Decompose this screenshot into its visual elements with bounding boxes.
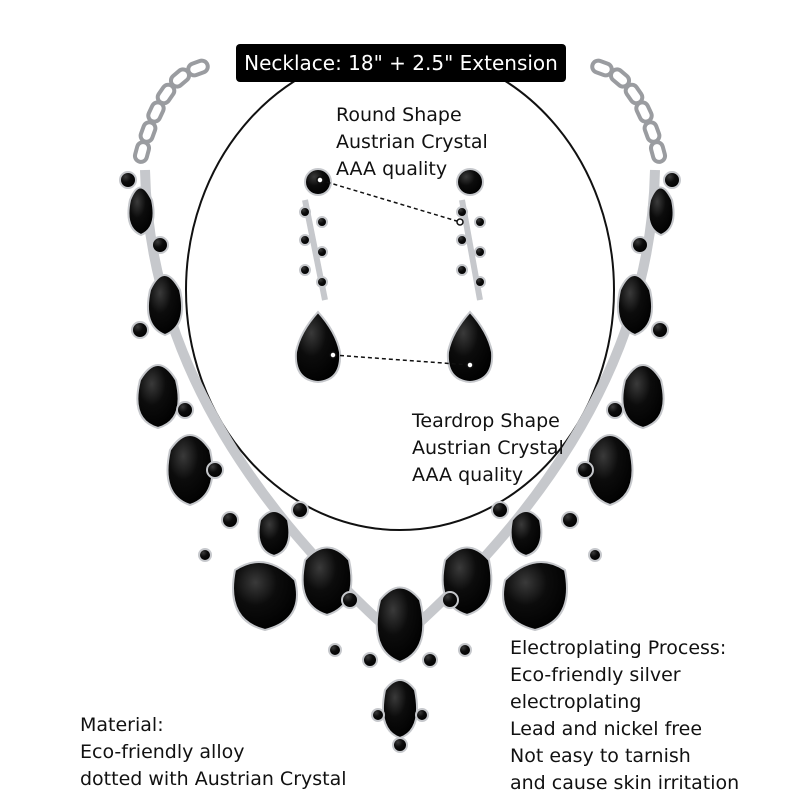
material-line-2: Eco-friendly alloy [80, 741, 245, 763]
teardrop-line-1: Teardrop Shape [412, 410, 560, 432]
material-line-3: dotted with Austrian Crystal [80, 768, 347, 790]
teardrop-crystal-note: Teardrop Shape Austrian Crystal AAA qual… [412, 408, 564, 489]
right-earring [446, 168, 494, 384]
necklace-length-banner: Necklace: 18" + 2.5" Extension [236, 44, 566, 82]
electroplating-note: Electroplating Process: Eco-friendly sil… [510, 635, 739, 797]
necklace-frame [140, 169, 660, 647]
left-earring [294, 168, 342, 384]
round-line-2: Austrian Crystal [336, 131, 488, 153]
callout-pointers [316, 176, 474, 369]
electroplating-line-2: Eco-friendly silver [510, 664, 681, 686]
electroplating-line-1: Electroplating Process: [510, 637, 727, 659]
electroplating-line-3: electroplating [510, 691, 642, 713]
teardrop-line-3: AAA quality [412, 464, 524, 486]
necklace-gems [119, 171, 681, 753]
round-line-1: Round Shape [336, 104, 462, 126]
material-line-1: Material: [80, 714, 164, 736]
right-chain [590, 58, 668, 164]
electroplating-line-4: Lead and nickel free [510, 718, 703, 740]
electroplating-line-5: Not easy to tarnish [510, 745, 691, 767]
round-line-3: AAA quality [336, 158, 448, 180]
left-chain [132, 58, 210, 164]
electroplating-line-6: and cause skin irritation [510, 772, 740, 794]
material-note: Material: Eco-friendly alloy dotted with… [80, 712, 347, 793]
round-crystal-note: Round Shape Austrian Crystal AAA quality [336, 102, 488, 183]
teardrop-line-2: Austrian Crystal [412, 437, 564, 459]
